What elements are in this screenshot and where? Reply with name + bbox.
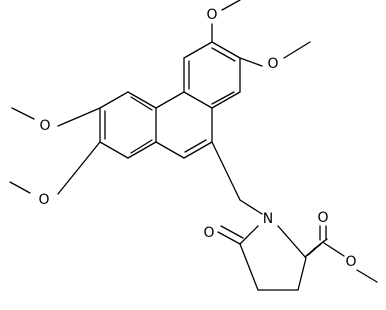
methoxy-left-upper: O	[11, 107, 101, 134]
lactam-carbonyl: O	[203, 225, 244, 245]
methoxy-top-left: O	[206, 0, 241, 43]
atom-o-methoxy-2: O	[267, 56, 278, 72]
methoxy-top-right: O	[239, 41, 311, 72]
atom-o-methoxy-3: O	[39, 118, 50, 134]
pyrrolidinone-ring: N	[239, 211, 307, 291]
atom-o-methoxy-4: O	[38, 192, 49, 208]
ring-left	[99, 91, 157, 159]
methylene-linker	[211, 141, 263, 215]
ring-top-right	[183, 41, 241, 109]
methoxy-left-lower: O	[9, 141, 101, 208]
atom-o-ester: O	[345, 254, 356, 270]
atom-n-lactam: N	[263, 211, 273, 227]
methyl-ester: O O	[304, 210, 378, 283]
atom-o-methoxy-1: O	[206, 7, 217, 23]
atom-o-lactam: O	[203, 225, 214, 241]
ring-middle	[155, 91, 213, 159]
atom-o-ester-carbonyl: O	[317, 210, 328, 226]
